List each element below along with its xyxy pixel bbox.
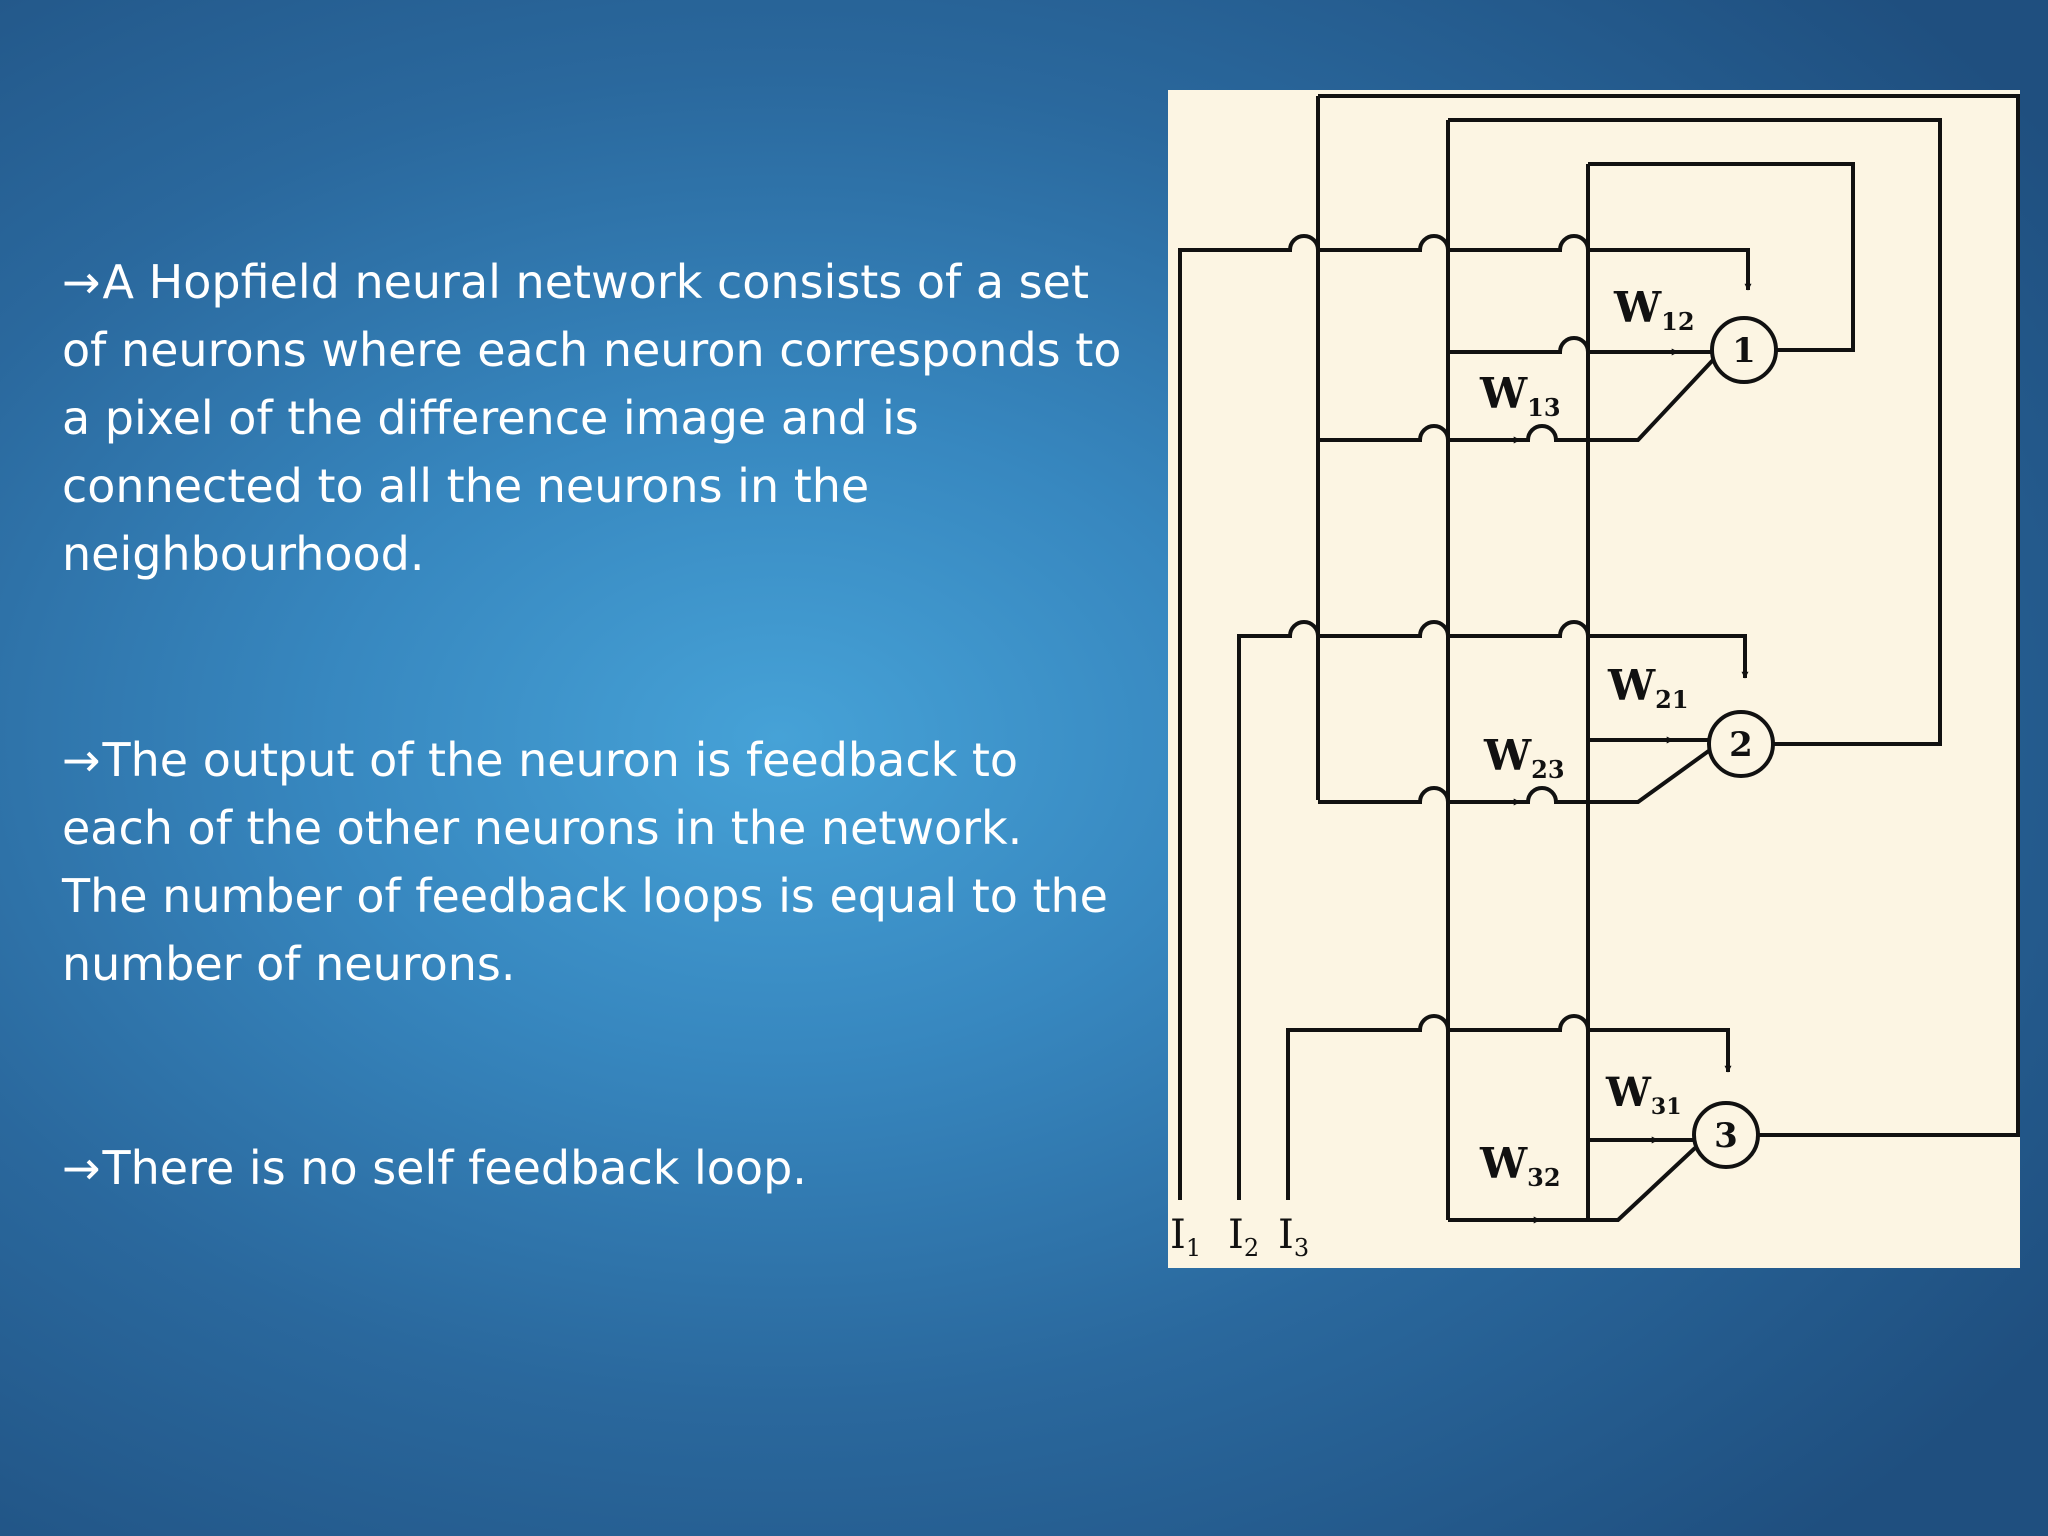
input-2-main: I [1228, 1212, 1244, 1258]
weight-w13: W13 [1479, 369, 1561, 422]
w21-sub: 21 [1655, 685, 1688, 714]
w12-sub: 12 [1661, 307, 1694, 336]
input-1-sub: 1 [1186, 1234, 1201, 1262]
input-label-2: I2 [1228, 1212, 1259, 1262]
weight-w12: W12 [1613, 283, 1695, 336]
weight-w21: W21 [1607, 661, 1689, 714]
input-label-3: I3 [1278, 1212, 1309, 1262]
w13-main: W [1479, 369, 1528, 418]
w23-sub: 23 [1531, 755, 1564, 784]
input-3-main: I [1278, 1212, 1294, 1258]
weight-w23: W23 [1483, 731, 1565, 784]
bullet-no-self-loop: →There is no self feedback loop. [62, 1134, 1122, 1202]
bullet-text: The output of the neuron is feedback to … [62, 733, 1108, 991]
arrow-icon: → [62, 733, 101, 787]
w13-sub: 13 [1527, 393, 1560, 422]
w31-main: W [1605, 1069, 1652, 1116]
arrow-icon: → [62, 255, 101, 309]
neuron-2-circle [1707, 710, 1775, 778]
w12-line [1448, 336, 1679, 356]
w32-sub: 32 [1527, 1163, 1560, 1192]
w31-sub: 31 [1651, 1094, 1682, 1120]
arrow-icon: → [62, 1141, 101, 1195]
input-2-sub: 2 [1244, 1234, 1259, 1262]
feedback-loop-2 [1448, 118, 1942, 746]
input-3-sub: 3 [1294, 1234, 1309, 1262]
neuron-1-circle [1710, 316, 1778, 384]
neuron-3-circle [1692, 1101, 1760, 1169]
w23-main: W [1483, 731, 1532, 780]
feedback-loop-3 [1318, 94, 2020, 1137]
input-line-1 [1178, 234, 1752, 1200]
input-line-2 [1237, 620, 1749, 1200]
network-svg: 1 2 3 W12 W13 W21 W23 W31 W32 I1 I2 I3 [1170, 94, 2020, 1262]
weight-w32: W32 [1479, 1139, 1561, 1192]
w32-line [1448, 1146, 1697, 1222]
hopfield-network-diagram: 1 2 3 W12 W13 W21 W23 W31 W32 I1 I2 I3 [1168, 90, 2020, 1268]
w21-main: W [1607, 661, 1656, 710]
neuron-3-label: 3 [1714, 1116, 1738, 1156]
neuron-1-label: 1 [1732, 331, 1756, 371]
w23-line [1318, 748, 1712, 804]
bullet-text: There is no self feedback loop. [102, 1141, 807, 1195]
bullet-text: A Hopfield neural network consists of a … [62, 255, 1122, 581]
bullet-feedback: →The output of the neuron is feedback to… [62, 726, 1122, 998]
input-line-3 [1286, 1014, 1732, 1200]
weight-w31: W31 [1605, 1069, 1682, 1120]
w32-main: W [1479, 1139, 1528, 1188]
w12-main: W [1613, 283, 1662, 332]
neuron-2-label: 2 [1729, 725, 1753, 765]
input-1-main: I [1170, 1212, 1186, 1258]
feedback-loop-1 [1588, 162, 1855, 352]
input-label-1: I1 [1170, 1212, 1201, 1262]
w13-line [1318, 358, 1715, 442]
bullet-hopfield-definition: →A Hopfield neural network consists of a… [62, 248, 1122, 588]
